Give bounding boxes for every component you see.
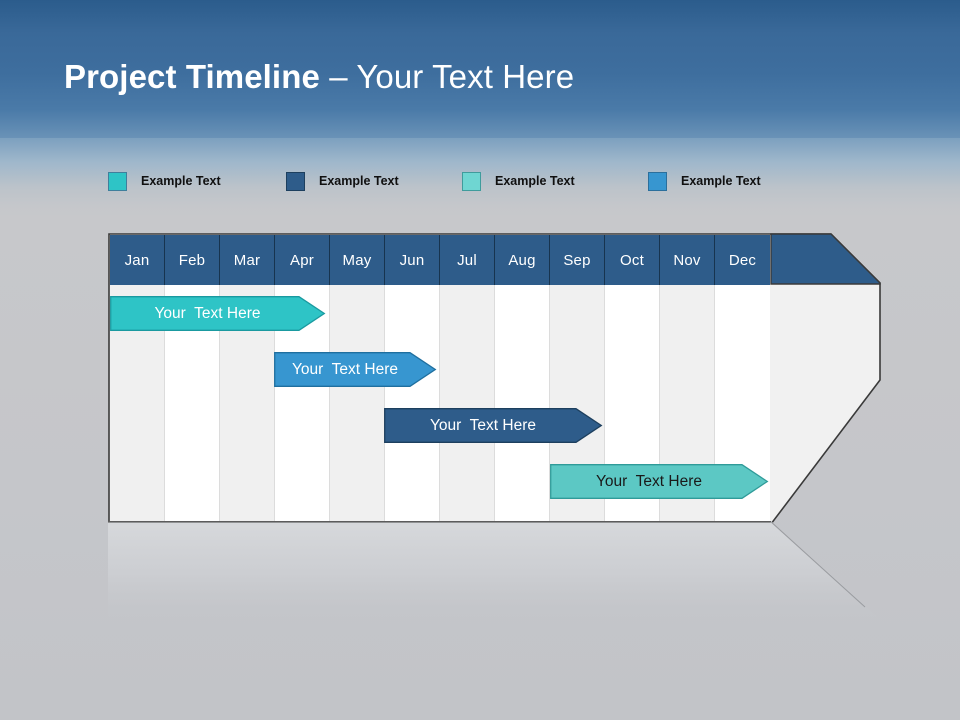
page-title: Project Timeline – Your Text Here [64,58,574,96]
timeline-column-body [550,285,605,521]
timeline-column-body [330,285,385,521]
month-header-sep[interactable]: Sep [550,235,605,285]
timeline-column-body [385,285,440,521]
timeline-column-aug: Aug [495,235,550,521]
timeline-column-body [220,285,275,521]
page-title-light: – Your Text Here [319,58,575,95]
timeline-column-feb: Feb [165,235,220,521]
bar-arrow-shape [384,408,603,443]
month-header-nov[interactable]: Nov [660,235,715,285]
legend-label: Example Text [319,174,399,188]
month-header-may[interactable]: May [330,235,385,285]
month-header-jan[interactable]: Jan [110,235,165,285]
legend-swatch-icon [286,171,305,191]
month-header-oct[interactable]: Oct [605,235,660,285]
legend-item-4[interactable]: Example Text [648,170,761,192]
legend-item-2[interactable]: Example Text [286,170,399,192]
timeline-column-body [495,285,550,521]
timeline-column-body [110,285,165,521]
legend-label: Example Text [141,174,221,188]
legend-label: Example Text [495,174,575,188]
month-header-feb[interactable]: Feb [165,235,220,285]
month-header-mar[interactable]: Mar [220,235,275,285]
timeline-bar-1[interactable]: Your Text Here [110,296,326,331]
chart-reflection [108,521,880,619]
month-header-apr[interactable]: Apr [275,235,330,285]
timeline-column-body [440,285,495,521]
legend-item-3[interactable]: Example Text [462,170,575,192]
legend-item-1[interactable]: Example Text [108,170,221,192]
month-header-jun[interactable]: Jun [385,235,440,285]
month-header-dec[interactable]: Dec [715,235,770,285]
timeline-bar-3[interactable]: Your Text Here [384,408,603,443]
timeline-column-mar: Mar [220,235,275,521]
legend-label: Example Text [681,174,761,188]
bar-arrow-shape [274,352,437,387]
legend-swatch-icon [648,171,667,191]
timeline-column-body [165,285,220,521]
bar-arrow-shape [550,464,769,499]
timeline-column-jul: Jul [440,235,495,521]
month-header-aug[interactable]: Aug [495,235,550,285]
timeline-column-body [605,285,660,521]
timeline-column-body [660,285,715,521]
legend: Example Text Example Text Example Text Exam… [108,170,868,194]
timeline-column-body [275,285,330,521]
bar-arrow-shape [110,296,326,331]
page-title-strong: Project Timeline [64,58,320,95]
month-header-jul[interactable]: Jul [440,235,495,285]
background-header-gradient [0,0,960,152]
legend-swatch-icon [108,171,127,191]
timeline-bar-4[interactable]: Your Text Here [550,464,769,499]
legend-swatch-icon [462,171,481,191]
timeline-bar-2[interactable]: Your Text Here [274,352,437,387]
timeline-column-jan: Jan [110,235,165,521]
